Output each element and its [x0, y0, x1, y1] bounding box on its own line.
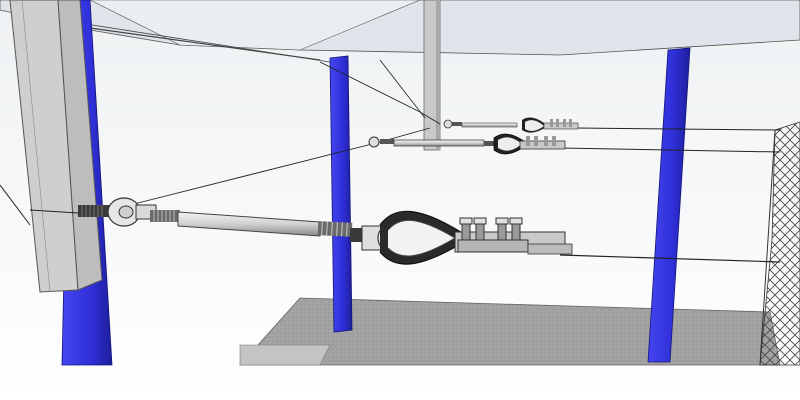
turnbuckle-icon: [78, 197, 364, 242]
left-steel-plates: [9, 0, 103, 293]
grey-column: [423, 0, 441, 151]
turnbuckle-far: [443, 117, 579, 133]
mesh-fence: [759, 121, 800, 366]
blue-post-middle: [329, 55, 353, 333]
cables: [0, 59, 781, 263]
turnbuckle-mid: [368, 133, 566, 155]
floor-slab: [239, 297, 781, 366]
clevis-icon: [107, 197, 157, 227]
wire-rope-clip-icon: [454, 217, 573, 255]
